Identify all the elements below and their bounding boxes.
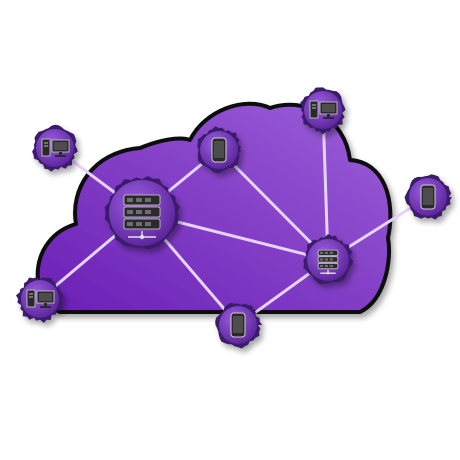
node-desktop-upper-left xyxy=(32,124,78,172)
node-phone-top xyxy=(197,126,242,174)
desktop-computer-icon xyxy=(41,138,70,157)
cloud-shape xyxy=(35,101,393,314)
desktop-computer-icon xyxy=(26,289,55,308)
server-rack-icon xyxy=(123,194,161,240)
node-main-server xyxy=(104,176,180,250)
smartphone-icon xyxy=(420,184,436,210)
node-phone-bottom xyxy=(215,302,263,349)
node-desktop-top-right xyxy=(300,87,346,135)
node-phone-right xyxy=(404,174,452,220)
network-nodes xyxy=(16,87,452,349)
server-rack-icon xyxy=(317,249,339,275)
desktop-computer-icon xyxy=(309,100,338,119)
node-secondary-server xyxy=(303,234,353,285)
smartphone-icon xyxy=(211,137,227,163)
link-phone-top-to-secondary-server xyxy=(217,148,330,262)
smartphone-icon xyxy=(230,312,246,338)
node-desktop-lower-left xyxy=(16,277,64,323)
